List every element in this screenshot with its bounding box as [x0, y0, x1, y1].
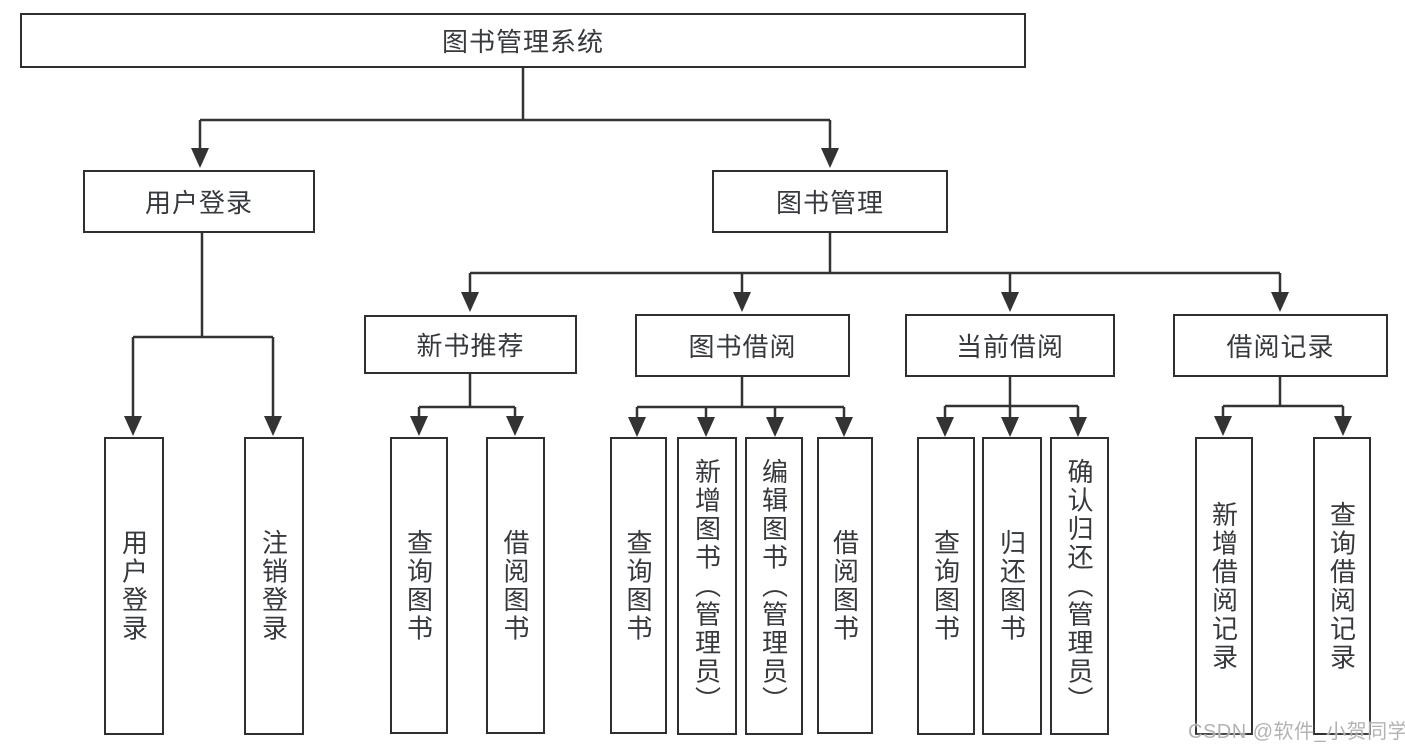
node-confirm-return-admin: 确认归还（管理员）: [1050, 437, 1109, 735]
node-query-borrow-record: 查询借阅记录: [1313, 437, 1371, 735]
node-label: 归还图书: [996, 529, 1027, 643]
node-borrow-books: 借阅图书: [817, 437, 873, 734]
node-label: 图书管理系统: [441, 27, 604, 57]
node-library-management-system: 图书管理系统: [20, 13, 1026, 68]
node-label: 查询图书: [403, 528, 434, 643]
node-label: 新增图书（管理员）: [691, 457, 722, 715]
node-logout-action: 注销登录: [244, 437, 304, 735]
node-label: 查询图书: [623, 528, 653, 643]
node-label: 借阅图书: [829, 528, 860, 643]
node-query-books-borrow: 查询图书: [610, 437, 667, 734]
node-label: 图书管理: [775, 188, 884, 218]
node-label: 注销登录: [258, 529, 289, 643]
node-add-books-admin: 新增图书（管理员）: [677, 437, 737, 735]
node-label: 借阅记录: [1226, 332, 1335, 362]
node-label: 查询图书: [930, 529, 961, 643]
node-current-borrowing: 当前借阅: [905, 314, 1115, 377]
node-label: 新增借阅记录: [1208, 500, 1239, 672]
node-borrowing-records: 借阅记录: [1173, 314, 1388, 377]
node-user-login: 用户登录: [83, 170, 315, 233]
node-add-borrow-record: 新增借阅记录: [1195, 437, 1253, 735]
node-label: 用户登录: [144, 188, 253, 218]
node-label: 用户登录: [118, 529, 149, 643]
node-label: 确认归还（管理员）: [1064, 457, 1094, 715]
node-new-book-recommend: 新书推荐: [364, 315, 577, 374]
node-user-login-action: 用户登录: [104, 437, 164, 735]
node-borrow-books-recommend: 借阅图书: [486, 437, 545, 734]
node-label: 当前借阅: [955, 332, 1064, 362]
node-label: 编辑图书（管理员）: [758, 457, 789, 715]
csdn-watermark: CSDN @软件_小贺同学: [1188, 721, 1405, 743]
node-label: 新书推荐: [416, 331, 525, 361]
node-query-books-current: 查询图书: [917, 437, 975, 735]
node-label: 借阅图书: [500, 528, 530, 643]
node-label: 查询借阅记录: [1326, 500, 1357, 672]
node-book-borrowing: 图书借阅: [635, 314, 850, 377]
node-edit-books-admin: 编辑图书（管理员）: [745, 437, 803, 735]
node-query-books-recommend: 查询图书: [390, 437, 448, 734]
node-book-management: 图书管理: [712, 170, 948, 233]
node-label: 图书借阅: [688, 332, 797, 362]
node-return-books: 归还图书: [982, 437, 1042, 735]
